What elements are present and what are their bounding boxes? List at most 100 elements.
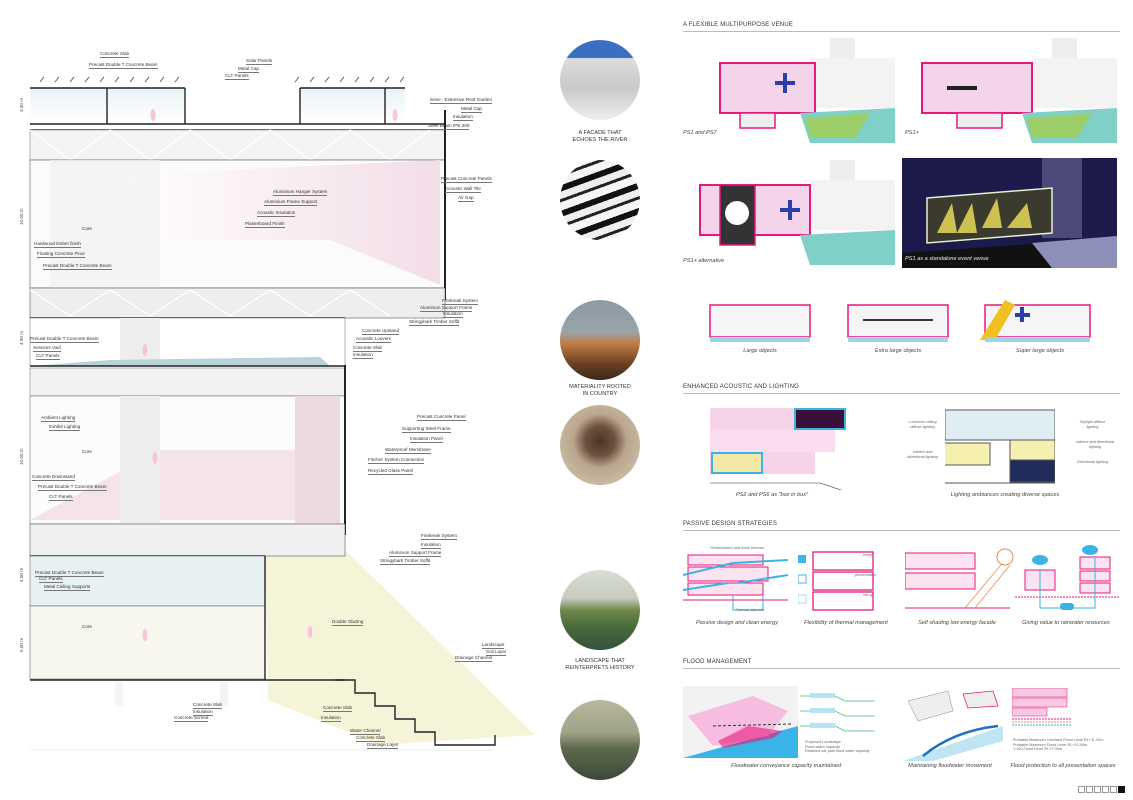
caption-lighting: Lighting ambiances creating diverse spac… <box>950 492 1060 498</box>
page-indicator-3[interactable] <box>1094 786 1101 793</box>
dimension-label: 10.00 m <box>19 448 24 465</box>
caption-line: ECHOES THE RIVER <box>572 137 628 143</box>
section-callout-label: Insulation <box>193 709 213 716</box>
legend-proposed-landscape: Proposed Landscape <box>805 740 841 744</box>
legend-flood-water-capacity: Flood water capacity <box>805 744 840 749</box>
label-luminous-ceiling: Luminous ceiling diffuse lighting <box>908 420 937 429</box>
caption-extra-large-objects: Extra large objects <box>874 348 922 354</box>
section-callout-label: CLT Panels <box>49 494 73 501</box>
diagram-passive-energy <box>683 545 793 615</box>
photo-timber-interior <box>560 300 640 380</box>
render-super-large-objects <box>975 295 1095 345</box>
page-indicator-5[interactable] <box>1110 786 1117 793</box>
section-callout-label: Drainage Channel <box>455 655 493 662</box>
diagram-floodwater-movement <box>893 686 1003 761</box>
label-skylight: Skylight diffuse lighting <box>1079 420 1106 429</box>
section-callout-label: Insulation <box>421 542 441 549</box>
render-ps1-plus <box>902 38 1117 143</box>
diagram-flood-sections <box>800 688 875 738</box>
caption-ps1-standalone: PS1 as a standalone event venue <box>905 256 989 262</box>
section-callout-label: Precast Double T Concrete Beam <box>43 263 112 270</box>
section-callout-label: Aluminium Frame Support <box>264 199 318 206</box>
caption-ps1-plus-alternative: PS1+ alternative <box>683 258 725 264</box>
section-callout-label: Precast Double T Concrete Beam <box>30 336 99 343</box>
dimension-label: 3.00 m <box>19 97 24 112</box>
dimension-label: 4.00 m <box>19 567 24 582</box>
section-callout-label: Acoustic Wall Tile <box>445 186 481 193</box>
page-indicator-2[interactable] <box>1086 786 1093 793</box>
diagram-lighting <box>945 405 1055 485</box>
page-indicator-6-current[interactable] <box>1118 786 1125 793</box>
dimension-label: 4.00 m <box>19 330 24 345</box>
section-callout-label: Concrete Slab <box>353 345 383 352</box>
section-callout-label: Acoustic Insulation <box>257 210 296 217</box>
section-callout-label: Stringybark Timber Soffit <box>380 558 431 565</box>
flood-legend-a: Proposed Landscape Flood water capacity … <box>805 740 870 754</box>
section-callout-label: Drainage Layer <box>367 742 399 749</box>
section-callout-label: Aluminium Hanger System <box>273 189 328 196</box>
label-thermal-labyrinth: Thermal labyrinth <box>735 608 765 612</box>
section-callout-label: CLT Panels <box>36 353 60 360</box>
diagram-self-shading <box>905 545 1015 615</box>
section-callout-label: Floating Concrete Floor <box>37 251 86 258</box>
section-callout-label: Solar Panels <box>246 58 273 65</box>
section-callout-label: Double Glazing <box>332 619 364 626</box>
section-callout-label: Insulation <box>453 114 473 121</box>
section-callout-label: CLT Panels <box>39 576 63 583</box>
section-callout-label: Concrete Slab <box>356 735 386 742</box>
section-callout-label: Precast Concrete Panels <box>441 176 492 183</box>
section-callout-label: Precast Concrete Panel <box>417 414 466 421</box>
diagram-floodwater-conveyance <box>683 686 798 758</box>
section-callout-label: Recycled Glass Panel <box>368 468 413 475</box>
caption-thermal-management: Flexibility of thermal management <box>804 620 888 626</box>
render-large-objects <box>705 300 815 345</box>
section-callout-label: Water Channel <box>350 728 381 735</box>
caption-line: REINTERPRETS HISTORY <box>565 665 635 671</box>
label-event: event <box>863 553 873 557</box>
section-callout-label: Concrete Slab <box>100 51 130 58</box>
label-indirect-left: Indirect and directional lighting <box>907 450 938 459</box>
section-callout-label: Ambient Lighting <box>41 415 76 422</box>
section-callout-label: Semi - Extensive Roof Garden <box>430 97 493 104</box>
section-callout-label: Insulation Panel <box>410 436 443 443</box>
caption-large-objects: Large objects <box>743 348 777 354</box>
legend-pmf: Probable Maximum Flood Level RL+10.40m <box>1013 742 1088 747</box>
section-callout-label: Services Void <box>33 345 61 352</box>
caption-rainwater: Giving value to rainwater resources <box>1022 620 1110 626</box>
section-callout-label: Supporting Steel Frame <box>402 426 451 433</box>
diagram-thermal-management <box>798 550 908 615</box>
section-callout-label: Fischer System Connection <box>368 457 425 464</box>
section-callout-label: Plasterboard Finish <box>245 221 285 228</box>
caption-line: A FACADE THAT <box>578 130 622 136</box>
caption-passive-energy: Passive design and clean energy <box>695 620 779 626</box>
diagram-box-in-box <box>710 405 850 490</box>
page-indicator-4[interactable] <box>1102 786 1109 793</box>
section-callout-label: Steel Beam IPE 200 <box>428 123 470 130</box>
caption-ps1-plus: PS1+ <box>905 130 919 136</box>
core-label: Core <box>82 226 92 231</box>
building-section-drawing <box>29 76 535 751</box>
section-callout-label: CLT Panels <box>225 73 249 80</box>
section-callout-label: Firebreak System <box>442 298 478 305</box>
section-callout-label: Hardwood timber finish <box>34 241 81 248</box>
section-callout-label: Precast Double T Concrete Beam <box>89 62 158 69</box>
section-callout-label: Metal Cap <box>238 66 259 73</box>
section-callout-label: Aluminum Support Frame <box>420 305 473 312</box>
caption-ps1-ps7: PS1 and PS7 <box>683 130 717 136</box>
photo-aboriginal-painting <box>560 405 640 485</box>
caption-line: LANDSCAPE THAT <box>575 658 625 664</box>
label-directional: Directional lighting <box>1076 460 1109 464</box>
caption-floodwater-conveyance: Floodwater conveyance capacity maintaine… <box>730 763 842 769</box>
legend-1-100: 1:100 Flood Level RL+7.00m <box>1013 747 1062 752</box>
diagram-rainwater <box>1015 545 1120 615</box>
photo-landscape <box>560 570 640 650</box>
label-presentation: presentation <box>855 573 876 577</box>
diagram-flood-protection <box>1012 688 1072 728</box>
caption-super-large-objects: Super large objects <box>1015 348 1065 354</box>
page-indicator-1[interactable] <box>1078 786 1085 793</box>
flood-legend-b: Probable Maximum Overland Flood Level RL… <box>1013 738 1103 752</box>
section-callout-label: Landscape <box>482 642 505 649</box>
section-callout-label: Concrete Downstand <box>32 474 75 481</box>
